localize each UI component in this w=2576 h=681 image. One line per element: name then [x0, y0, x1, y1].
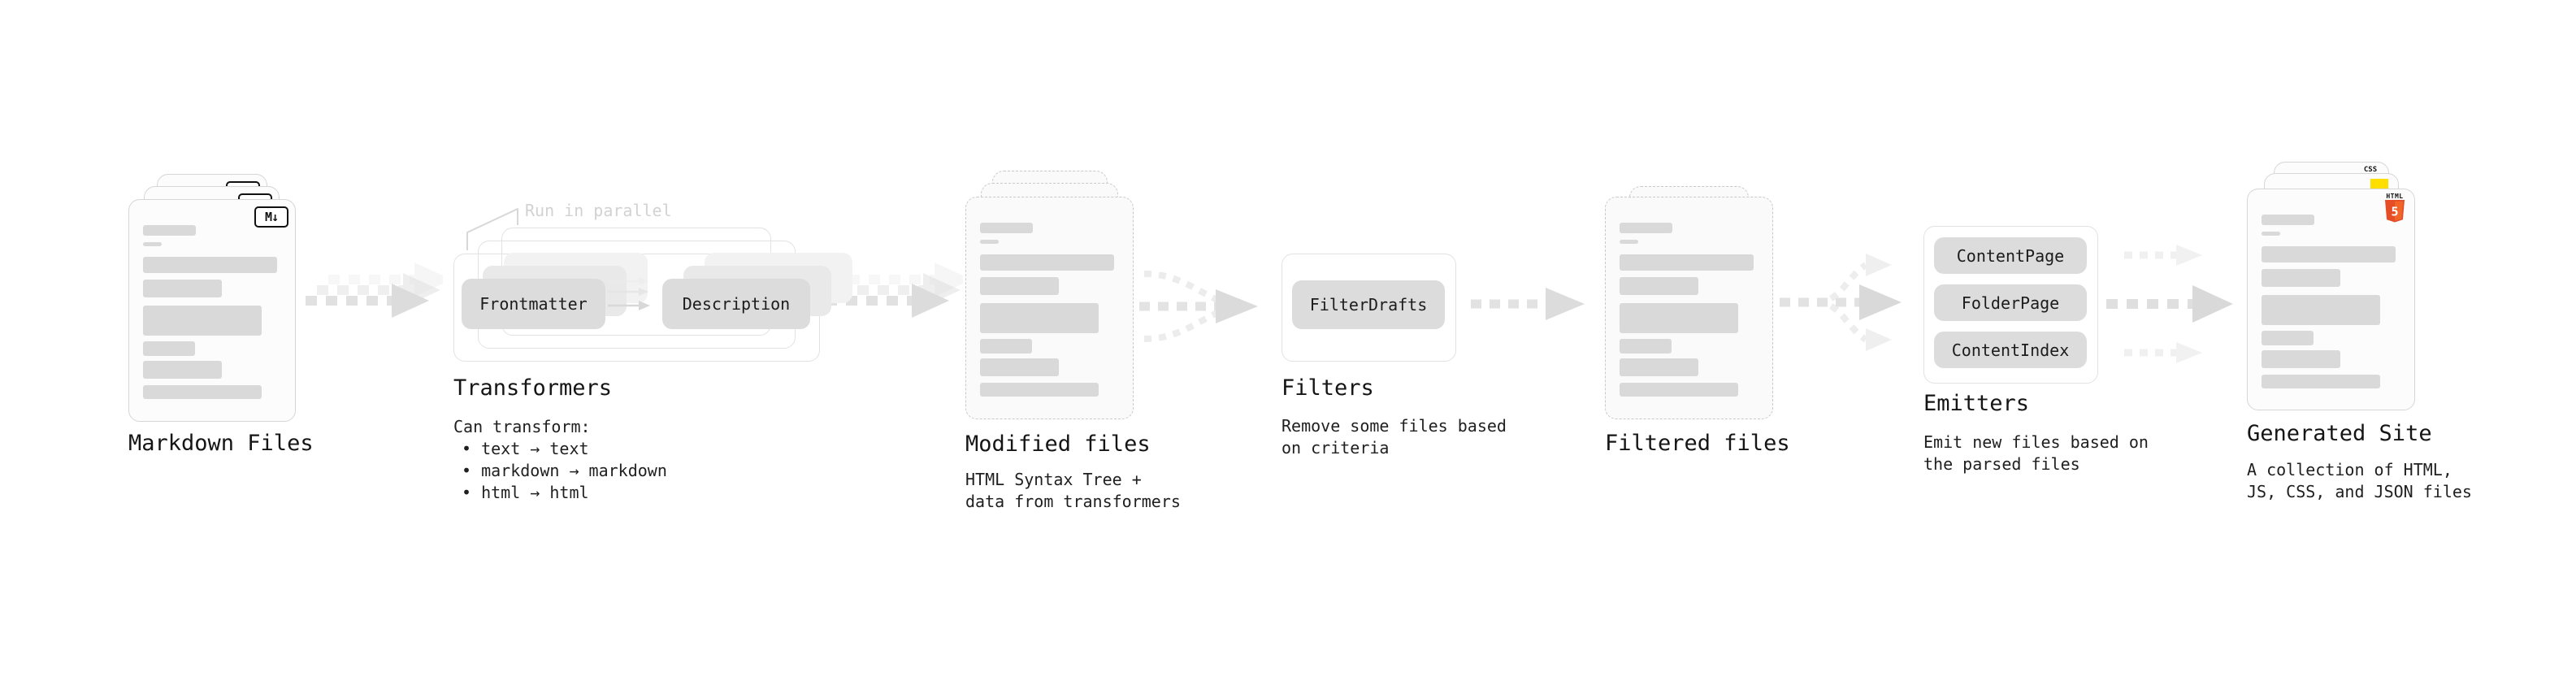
placeholder-text-bar — [980, 358, 1059, 376]
placeholder-text-bar — [1620, 277, 1698, 295]
placeholder-text-bar — [1620, 303, 1738, 333]
placeholder-text-bar — [980, 277, 1059, 295]
markdown-file-card-front: M↓ — [128, 199, 296, 422]
modified-files-title: Modified files — [965, 432, 1151, 457]
generated-site-subtitle: A collection of HTML, JS, CSS, and JSON … — [2247, 460, 2472, 501]
placeholder-text-bar — [1620, 240, 1638, 244]
transform-step-arrows — [608, 277, 650, 310]
placeholder-text-bar — [980, 383, 1099, 397]
placeholder-text-bar — [2262, 215, 2314, 225]
placeholder-text-bar — [143, 341, 195, 356]
filtered-file-card-front — [1605, 197, 1773, 419]
flow-arrow-filters-to-filtered — [1471, 288, 1585, 320]
markdown-files-title: Markdown Files — [128, 431, 314, 456]
placeholder-text-bar — [980, 339, 1032, 354]
emitters-title: Emitters — [1923, 391, 2030, 416]
transformers-title: Transformers — [453, 375, 613, 401]
modified-files-subtitle: HTML Syntax Tree + data from transformer… — [965, 470, 1181, 511]
svg-text:5: 5 — [2391, 205, 2398, 219]
flow-arrow-markdown-to-transformers — [306, 262, 443, 318]
placeholder-text-bar — [2262, 350, 2340, 368]
flow-arrow-emitters-to-site — [2106, 245, 2233, 363]
transformers-description-heading: Can transform: — [453, 417, 591, 436]
html5-icon: HTML 5 — [2383, 193, 2406, 227]
bullet-item: • text → text — [462, 439, 589, 458]
bullet-item: • markdown → markdown — [462, 461, 667, 480]
modified-file-card-front — [965, 197, 1134, 419]
folderpage-chip: FolderPage — [1934, 284, 2087, 321]
placeholder-text-bar — [2262, 246, 2396, 262]
placeholder-text-bar — [143, 385, 262, 399]
html-file-card-front: HTML 5 — [2247, 189, 2415, 410]
placeholder-text-bar — [980, 223, 1033, 233]
flow-arrow-transformers-to-modified — [826, 262, 963, 318]
placeholder-text-bar — [1620, 339, 1672, 354]
emitters-subtitle: Emit new files based on the parsed files — [1923, 432, 2149, 474]
flow-arrow-modified-to-filters — [1139, 271, 1258, 342]
placeholder-text-bar — [143, 306, 262, 336]
placeholder-text-bar — [143, 257, 277, 273]
placeholder-text-bar — [143, 225, 196, 236]
contentpage-chip: ContentPage — [1934, 237, 2087, 274]
placeholder-text-bar — [1620, 254, 1754, 271]
description-chip: Description — [662, 279, 810, 329]
placeholder-text-bar — [980, 303, 1099, 333]
frontmatter-chip: Frontmatter — [462, 279, 605, 329]
filterdrafts-chip: FilterDrafts — [1292, 280, 1445, 329]
placeholder-text-bar — [2262, 331, 2314, 345]
placeholder-text-bar — [980, 240, 999, 244]
placeholder-text-bar — [2262, 232, 2280, 236]
placeholder-text-bar — [143, 242, 162, 246]
placeholder-text-bar — [2262, 269, 2340, 287]
bullet-item: • html → html — [462, 483, 589, 502]
placeholder-text-bar — [1620, 223, 1672, 233]
contentindex-chip: ContentIndex — [1934, 332, 2087, 368]
markdown-icon: M↓ — [254, 206, 288, 228]
filters-subtitle: Remove some files based on criteria — [1281, 416, 1507, 458]
run-in-parallel-leader-line — [466, 208, 518, 250]
transformers-bullet-list: • text → text • markdown → markdown • ht… — [453, 438, 667, 504]
placeholder-text-bar — [1620, 383, 1738, 397]
placeholder-text-bar — [143, 361, 222, 379]
flow-arrow-filtered-to-emitters — [1780, 254, 1902, 351]
placeholder-text-bar — [2262, 295, 2380, 325]
placeholder-text-bar — [980, 254, 1114, 271]
placeholder-text-bar — [1620, 358, 1698, 376]
generated-site-title: Generated Site — [2247, 421, 2432, 446]
run-in-parallel-note: Run in parallel — [525, 201, 672, 220]
placeholder-text-bar — [143, 280, 222, 297]
placeholder-text-bar — [2262, 375, 2380, 388]
filtered-files-title: Filtered files — [1605, 431, 1790, 456]
filters-title: Filters — [1281, 375, 1374, 401]
